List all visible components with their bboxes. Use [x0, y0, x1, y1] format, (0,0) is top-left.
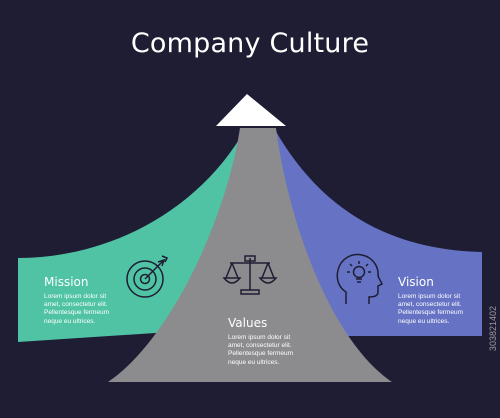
values-text: Lorem ipsum dolor sit amet, consectetur …: [228, 334, 293, 367]
vision-text-line: Pellentesque fermeum: [398, 309, 464, 317]
vision-text: Lorem ipsum dolor sit amet, consectetur …: [398, 293, 463, 326]
scale-icon: [222, 255, 278, 295]
mission-text: Lorem ipsum dolor sit amet, consectetur …: [44, 293, 109, 326]
values-band: [108, 128, 392, 382]
vision-text-line: amet, consectetur elit.: [398, 301, 462, 309]
watermark-id: 303821402: [488, 306, 498, 352]
mission-text-line: Pellentesque fermeum: [44, 309, 110, 317]
head-lightbulb-icon: [336, 253, 384, 304]
vision-text-line: neque eu ultrices.: [398, 317, 450, 325]
mission-text-line: amet, consectetur elit.: [44, 301, 108, 309]
mission-label: Mission: [44, 275, 89, 289]
mission-text-line: neque eu ultrices.: [44, 317, 96, 325]
values-label: Values: [228, 316, 268, 330]
values-text-line: neque eu ultrices.: [228, 358, 280, 366]
values-text-line: amet, consectetur elit.: [228, 342, 292, 350]
mission-text-line: Lorem ipsum dolor sit: [44, 293, 107, 300]
arrow-head: [216, 94, 286, 126]
page-title: Company Culture: [130, 28, 370, 59]
target-icon: [126, 255, 169, 298]
values-text-line: Lorem ipsum dolor sit: [228, 334, 291, 341]
vision-text-line: Lorem ipsum dolor sit: [398, 293, 461, 300]
values-text-line: Pellentesque fermeum: [228, 350, 294, 358]
vision-label: Vision: [398, 275, 434, 289]
